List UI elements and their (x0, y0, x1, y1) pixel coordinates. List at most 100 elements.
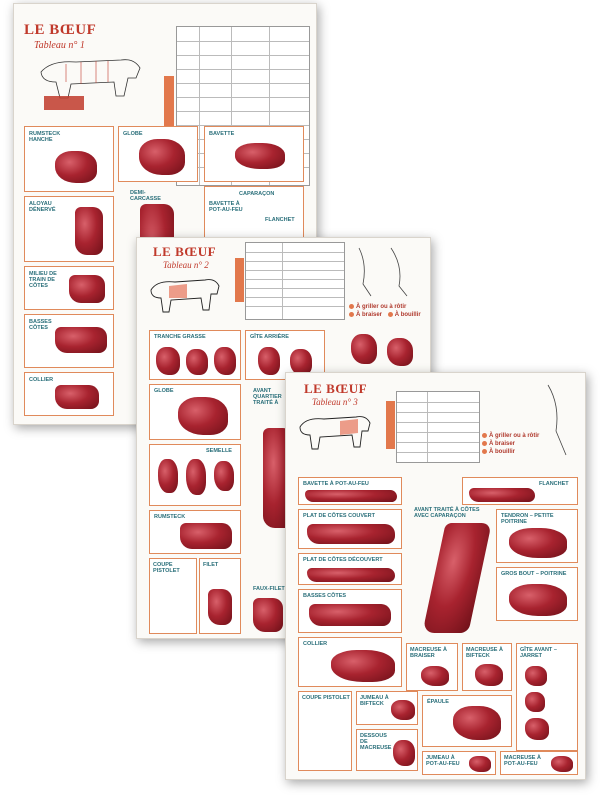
meat-gite-1 (258, 347, 280, 375)
label-collier-3: COLLIER (303, 641, 328, 647)
meat-macreuse-bifteck (475, 664, 503, 686)
legend-3: À griller ou à rôtir À braiser À bouilli… (482, 433, 552, 455)
label-bavette-pot-au-feu-1: BAVETTE À POT-AU-FEU (209, 201, 243, 213)
label-jumeau-pot-au-feu: JUMEAU À POT-AU-FEU (426, 755, 460, 767)
label-collier-1: COLLIER (29, 377, 54, 383)
sheet-2-subtitle: Tableau n° 2 (163, 260, 209, 270)
panel-rumsteck-hanche: RUMSTECK HANCHE (24, 126, 114, 192)
panel-macreuse-pot-au-feu: MACREUSE À POT-AU-FEU (500, 751, 578, 775)
meat-semelle-1 (158, 459, 178, 493)
panel-bavette-pot-au-feu-3: BAVETTE À POT-AU-FEU (298, 477, 402, 505)
carcass-outline-icon (358, 247, 408, 297)
panel-coupe-pistolet-3: COUPE PISTOLET (298, 691, 352, 771)
meat-gite-avant-3 (525, 718, 549, 740)
panel-tendron: TENDRON – PETITE POITRINE (496, 509, 578, 563)
meat-macreuse-braiser (421, 666, 449, 686)
label-semelle: SEMELLE (206, 448, 232, 454)
panel-flanchet-3: FLANCHET (462, 477, 578, 505)
label-macreuse-pot-au-feu: MACREUSE À POT-AU-FEU (504, 755, 541, 767)
label-gite-arriere: GÎTE ARRIÈRE (250, 334, 289, 340)
cow-outline-icon (299, 416, 371, 450)
meat-macreuse-pot-au-feu (551, 756, 573, 772)
panel-caparacon: CAPARAÇON BAVETTE À POT-AU-FEU FLANCHET (204, 186, 304, 242)
label-bavette-pot-au-feu-3: BAVETTE À POT-AU-FEU (303, 481, 369, 487)
meat-gros-bout (509, 584, 567, 616)
carcass-outline-icon (547, 384, 567, 456)
meat-semelle-2 (186, 459, 206, 495)
panel-gros-bout: GROS BOUT – POITRINE (496, 567, 578, 621)
meat-epaule (453, 706, 501, 740)
cow-diagram-icon (40, 59, 141, 110)
legend-2-bouillir: À bouillir (394, 312, 421, 319)
sheet-1-subtitle: Tableau n° 1 (34, 40, 85, 51)
meat-2-right-2 (387, 338, 413, 366)
sheet-tableau-3: LE BŒUF Tableau n° 3 À griller ou à rôti… (285, 372, 586, 780)
sheet-3-subtitle: Tableau n° 3 (312, 397, 358, 407)
label-aloyau: ALOYAU DÉNERVÉ (29, 201, 56, 213)
label-jumeau-bifteck: JUMEAU À BIFTECK (360, 695, 389, 707)
panel-plat-cotes-decouvert: PLAT DE CÔTES DÉCOUVERT (298, 553, 402, 585)
label-rumsteck-2: RUMSTECK (154, 514, 186, 520)
meat-filet (208, 589, 232, 625)
meat-avant-traite (422, 523, 492, 633)
meat-plat-couvert (307, 524, 395, 544)
meat-milieu-train (69, 275, 105, 303)
legend-3-grill: À griller ou à rôtir (489, 433, 540, 440)
panel-collier-3: COLLIER (298, 637, 402, 687)
legend-2-grill: À griller ou à rôtir (356, 304, 407, 311)
panel-rumsteck-2: RUMSTECK (149, 510, 241, 554)
panel-milieu-train: MILIEU DE TRAIN DE CÔTES (24, 266, 114, 310)
meat-gite-avant-1 (525, 666, 547, 686)
sheet-1-title: LE BŒUF (24, 22, 97, 38)
label-basses-cotes-3: BASSES CÔTES (303, 593, 347, 599)
label-demi-carcasse: DEMI-CARCASSE (130, 190, 161, 202)
label-globe-2: GLOBE (154, 388, 174, 394)
label-flanchet-3: FLANCHET (539, 481, 569, 487)
meat-bavette-1 (235, 143, 285, 169)
label-avant-quartier: AVANT QUARTIER TRAITÉ À (253, 388, 282, 406)
label-tranche-grasse: TRANCHE GRASSE (154, 334, 206, 340)
meat-gite-2 (290, 349, 312, 375)
label-avant-traite: AVANT TRAITÉ À CÔTES AVEC CAPARAÇON (414, 507, 480, 519)
panel-macreuse-braiser: MACREUSE À BRAISER (406, 643, 458, 691)
meat-jumeau-pot-au-feu (469, 756, 491, 772)
label-gite-avant: GÎTE AVANT – JARRET (520, 647, 557, 659)
label-tendron: TENDRON – PETITE POITRINE (501, 513, 554, 525)
meat-tranche-2 (186, 349, 208, 375)
label-milieu-train: MILIEU DE TRAIN DE CÔTES (29, 271, 57, 289)
meat-jumeau-bifteck (391, 700, 415, 720)
label-basses-cotes-1: BASSES CÔTES (29, 319, 52, 331)
legend-3-bouillir: À bouillir (489, 449, 515, 456)
panel-jumeau-bifteck: JUMEAU À BIFTECK (356, 691, 418, 725)
label-dessous-macreuse: DESSOUS DE MACREUSE (360, 733, 392, 751)
meat-rumsteck-2 (180, 523, 232, 549)
meat-collier-3 (331, 650, 395, 682)
panel-bavette-1: BAVETTE (204, 126, 304, 182)
meat-flanchet-3 (469, 488, 535, 502)
meat-basses-cotes-1 (55, 327, 107, 353)
label-gros-bout: GROS BOUT – POITRINE (501, 571, 567, 577)
legend-2: À griller ou à rôtir À braiser À bouilli… (349, 304, 429, 318)
panel-basses-cotes-3: BASSES CÔTES (298, 589, 402, 633)
label-macreuse-bifteck: MACREUSE À BIFTECK (466, 647, 503, 659)
cuts-table-3 (396, 391, 480, 463)
sheet-2-title: LE BŒUF (153, 244, 217, 259)
sheet-tableau-1: LE BŒUF Tableau n° 1 RUMSTECK HANCHE ALO… (13, 3, 317, 425)
panel-tranche-grasse: TRANCHE GRASSE (149, 330, 241, 380)
legend-2-braise: À braiser (356, 312, 383, 319)
label-plat-cotes-couvert: PLAT DE CÔTES COUVERT (303, 513, 376, 519)
panel-macreuse-bifteck: MACREUSE À BIFTECK (462, 643, 512, 691)
meat-tranche-1 (156, 347, 180, 375)
panel-epaule: ÉPAULE (422, 695, 512, 747)
cuts-table-2 (245, 242, 345, 320)
panel-collier-1: COLLIER (24, 372, 114, 416)
sheet-3-title: LE BŒUF (304, 381, 368, 396)
meat-globe-2 (178, 397, 228, 435)
meat-semelle-3 (214, 461, 234, 491)
meat-gite-avant-2 (525, 692, 545, 712)
meat-globe-1 (139, 139, 185, 175)
label-coupe-pistolet-2: COUPE PISTOLET (153, 562, 180, 574)
label-macreuse-braiser: MACREUSE À BRAISER (410, 647, 447, 659)
panel-globe-1: GLOBE (118, 126, 198, 182)
panel-basses-cotes-1: BASSES CÔTES (24, 314, 114, 368)
